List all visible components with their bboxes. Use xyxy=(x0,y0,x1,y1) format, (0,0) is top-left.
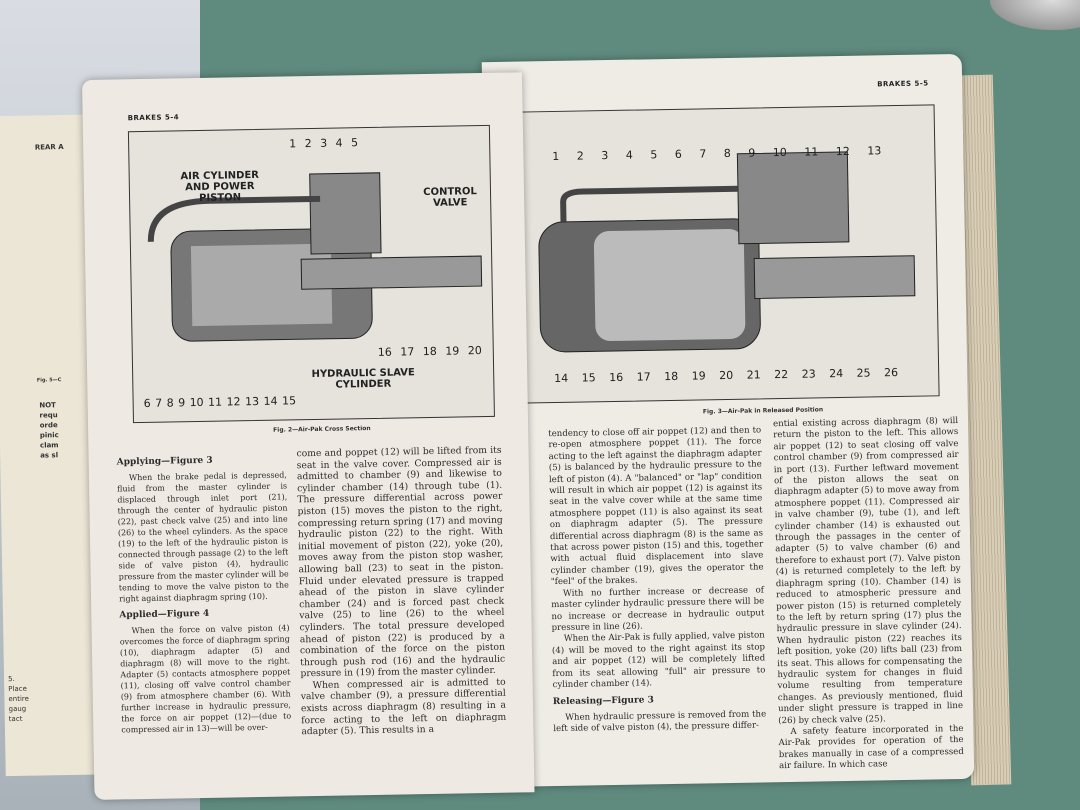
section-heading: Applied—Figure 4 xyxy=(119,608,210,621)
paragraph: tendency to close off air poppet (12) an… xyxy=(548,425,764,588)
cross-section-drawing xyxy=(147,172,483,342)
paragraph: ential existing across diaphragm (8) wil… xyxy=(772,415,964,726)
text-column-1: Applying—Figure 3 When the brake pedal i… xyxy=(116,448,292,735)
paragraph: When compressed air is admitted to valve… xyxy=(300,676,507,738)
control-valve-body xyxy=(309,172,382,255)
callout-numbers-right: 16 17 18 19 20 xyxy=(377,344,482,359)
label-control-valve: CONTROL VALVE xyxy=(423,186,477,209)
underlying-header: REAR A xyxy=(34,143,64,152)
slave-cylinder xyxy=(300,255,483,290)
right-page: BRAKES 5-5 1 2 3 4 5 6 7 8 9 10 11 12 13… xyxy=(481,53,975,788)
tube xyxy=(147,195,321,242)
label-hydraulic-slave-cylinder: HYDRAULIC SLAVE CYLINDER xyxy=(311,367,415,391)
section-heading: Releasing—Figure 3 xyxy=(552,695,654,708)
callout-numbers-top: 1 2 3 4 5 xyxy=(289,136,359,151)
underlying-bottom-text: 5. Place entire gaug tact xyxy=(8,675,29,724)
paragraph: A safety feature incorporated in the Air… xyxy=(778,723,964,772)
paragraph: When the force on valve piston (4) overc… xyxy=(119,623,292,735)
power-piston xyxy=(190,243,333,327)
paragraph: When hydraulic pressure is removed from … xyxy=(553,709,767,735)
text-column-2: come and poppet (12) will be lifted from… xyxy=(296,445,506,738)
slave-cylinder xyxy=(753,255,916,300)
underlying-caption: Fig. 5—C xyxy=(36,377,62,384)
figure-air-pak-cross-section: AIR CYLINDER AND POWER PISTON CONTROL VA… xyxy=(127,124,495,424)
page-header: BRAKES 5-5 xyxy=(877,79,929,89)
control-valve-body xyxy=(736,151,850,245)
paragraph: When the brake pedal is depressed, fluid… xyxy=(117,470,289,604)
underlying-side-text: NOT requ orde pinic clam as sl xyxy=(39,401,59,460)
left-page: BRAKES 5-4 AIR CYLINDER AND POWER PISTON… xyxy=(82,72,535,800)
paragraph: come and poppet (12) will be lifted from… xyxy=(296,444,506,680)
callout-numbers-bottom: 6 7 8 9 10 11 12 13 14 15 xyxy=(143,394,297,410)
text-column-2: ential existing across diaphragm (8) wil… xyxy=(773,416,964,773)
paragraph: With no further increase or decrease of … xyxy=(551,585,765,634)
lamp-base xyxy=(990,0,1080,30)
tube xyxy=(560,185,739,222)
figure-caption: Fig. 2—Air-Pak Cross Section xyxy=(273,425,371,434)
figure-air-pak-released: 1 2 3 4 5 6 7 8 9 10 11 12 13 14 15 16 1… xyxy=(520,104,940,404)
label-air-cylinder: AIR CYLINDER AND POWER PISTON xyxy=(180,169,260,204)
power-piston xyxy=(593,228,746,342)
figure-caption: Fig. 3—Air-Pak in Released Position xyxy=(702,406,824,416)
text-column-1: tendency to close off air poppet (12) an… xyxy=(548,425,766,735)
page-header: BRAKES 5-4 xyxy=(127,113,180,123)
section-heading: Applying—Figure 3 xyxy=(116,455,213,468)
paragraph: When the Air-Pak is fully applied, valve… xyxy=(551,630,766,691)
released-position-drawing xyxy=(538,151,916,353)
